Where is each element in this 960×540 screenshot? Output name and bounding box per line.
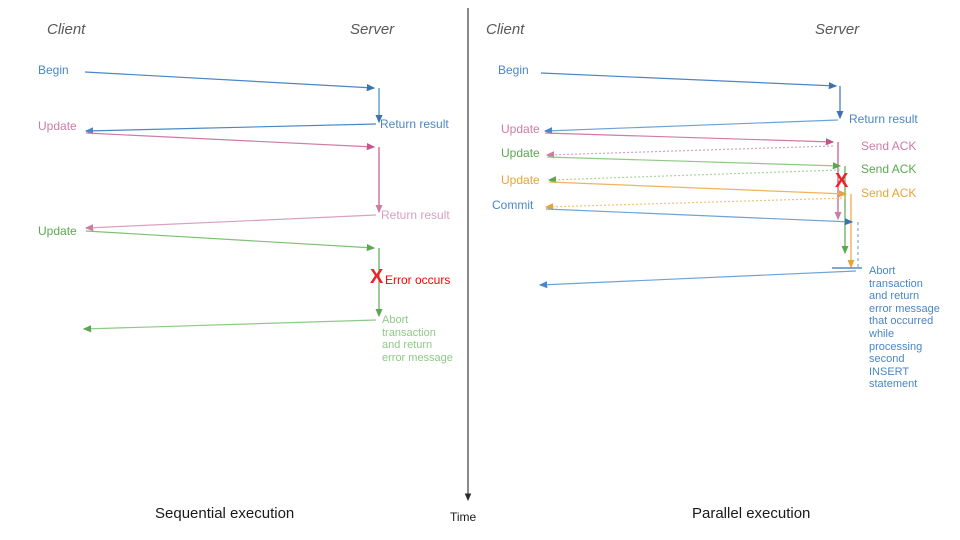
right-abort-line-3: error message: [869, 302, 940, 315]
left-error-label: Error occurs: [385, 273, 451, 287]
right-arrow-update-2: [546, 156, 842, 170]
time-axis-label: Time: [450, 510, 477, 524]
right-msg-update-1: Update: [501, 122, 540, 136]
left-arrow-update-2: [85, 230, 376, 252]
right-abort-line-1: transaction: [869, 277, 923, 290]
left-abort-line-3: error message: [382, 351, 453, 364]
right-msg-update-3: Update: [501, 173, 540, 187]
left-msg-begin: Begin: [38, 63, 69, 77]
left-actor-server: Server: [350, 21, 395, 38]
right-actor-server: Server: [815, 21, 860, 38]
left-error-x-icon: X: [370, 266, 384, 288]
right-arrow-abort: [538, 270, 857, 289]
right-ack-pink: [545, 145, 834, 159]
right-msg-begin: Begin: [498, 63, 529, 77]
left-abort-line-0: Abort: [382, 314, 409, 326]
right-abort-line-9: statement: [869, 378, 918, 391]
left-msg-update-1: Update: [38, 119, 77, 133]
right-msg-send-ack-2: Send ACK: [861, 162, 917, 176]
right-arrow-update-1: [544, 132, 835, 146]
right-abort-line-7: second: [869, 353, 905, 366]
right-ack-orange: [544, 197, 847, 211]
right-abort-line-2: and return: [869, 290, 920, 303]
left-panel-title: Sequential execution: [155, 505, 295, 522]
right-msg-send-ack-1: Send ACK: [861, 139, 917, 153]
right-panel-title: Parallel execution: [692, 505, 811, 522]
right-abort-line-5: while: [869, 327, 895, 340]
right-arrow-return: [543, 119, 839, 135]
right-error-x-icon: X: [835, 170, 849, 192]
right-actor-client: Client: [486, 21, 525, 38]
right-arrow-begin: [540, 72, 838, 90]
right-abort-line-4: that occurred: [869, 315, 934, 328]
right-ack-green: [547, 169, 841, 184]
left-arrow-return-2: [84, 214, 377, 232]
left-panel-flows: [82, 71, 383, 333]
left-abort-line-1: transaction: [382, 326, 436, 339]
right-abort-line-8: INSERT: [869, 365, 910, 378]
right-msg-commit: Commit: [492, 198, 534, 212]
right-panel-flows: [538, 72, 862, 289]
left-arrow-return-1: [84, 123, 377, 135]
right-abort-line-0: Abort: [869, 265, 896, 277]
left-abort-line-2: and return: [382, 339, 433, 352]
right-msg-return-result: Return result: [849, 112, 918, 126]
left-actor-client: Client: [47, 21, 86, 38]
right-arrow-commit: [545, 208, 854, 226]
left-arrow-abort: [82, 319, 377, 333]
left-msg-update-2: Update: [38, 224, 77, 238]
right-abort-line-6: processing: [869, 340, 923, 353]
left-msg-return-result-2: Return result: [381, 208, 450, 222]
right-msg-send-ack-3: Send ACK: [861, 186, 917, 200]
left-msg-return-result-1: Return result: [380, 117, 449, 131]
left-arrow-update-1: [85, 132, 376, 151]
right-arrow-update-3: [548, 181, 848, 198]
left-arrow-begin: [84, 71, 376, 92]
right-msg-update-2: Update: [501, 146, 540, 160]
